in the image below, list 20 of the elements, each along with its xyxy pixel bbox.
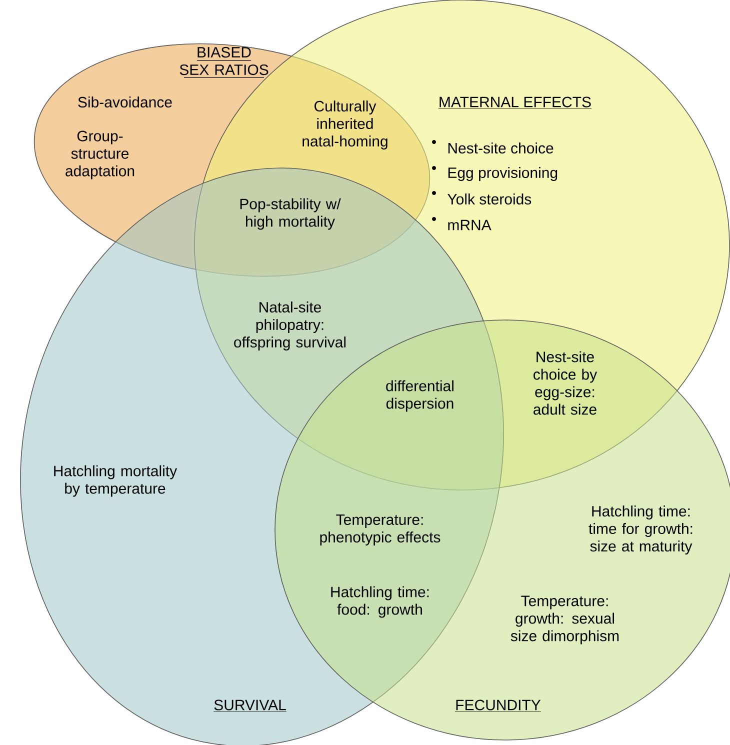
region-label: Hatchling time: time for growth: size at maturity [588, 506, 692, 554]
region-label: Hatchling time: food: growth [331, 586, 429, 618]
region-label: Sib-avoidance [78, 96, 172, 108]
region-label: Pop-stability w/ high mortality [240, 198, 341, 230]
region-label: differential dispersion [386, 380, 454, 412]
list-item: Nest-site choice [448, 142, 554, 154]
region-label: Nest-site choice by egg-size: adult size [534, 351, 598, 415]
list-item: mRNA [448, 220, 492, 230]
list-item: Egg provisioning [448, 167, 558, 181]
region-label: Temperature: phenotypic effects [320, 514, 440, 546]
heading: FECUNDITY [454, 700, 542, 712]
region-label: Culturally inherited natal-homing [302, 100, 388, 150]
heading: MATERNAL EFFECTS [438, 96, 592, 109]
heading: SURVIVAL [213, 700, 287, 712]
heading: BIASED SEX RATIOS [180, 46, 268, 78]
region-label: Hatchling mortality by temperature [54, 465, 178, 497]
region-label: Temperature: growth: sexual size dimorphism [510, 596, 619, 644]
region-label: Natal-site philopatry: offspring survival [234, 302, 346, 350]
list-item: Yolk steroids [448, 194, 532, 204]
region-label: Group-structure adaptation [66, 130, 134, 180]
